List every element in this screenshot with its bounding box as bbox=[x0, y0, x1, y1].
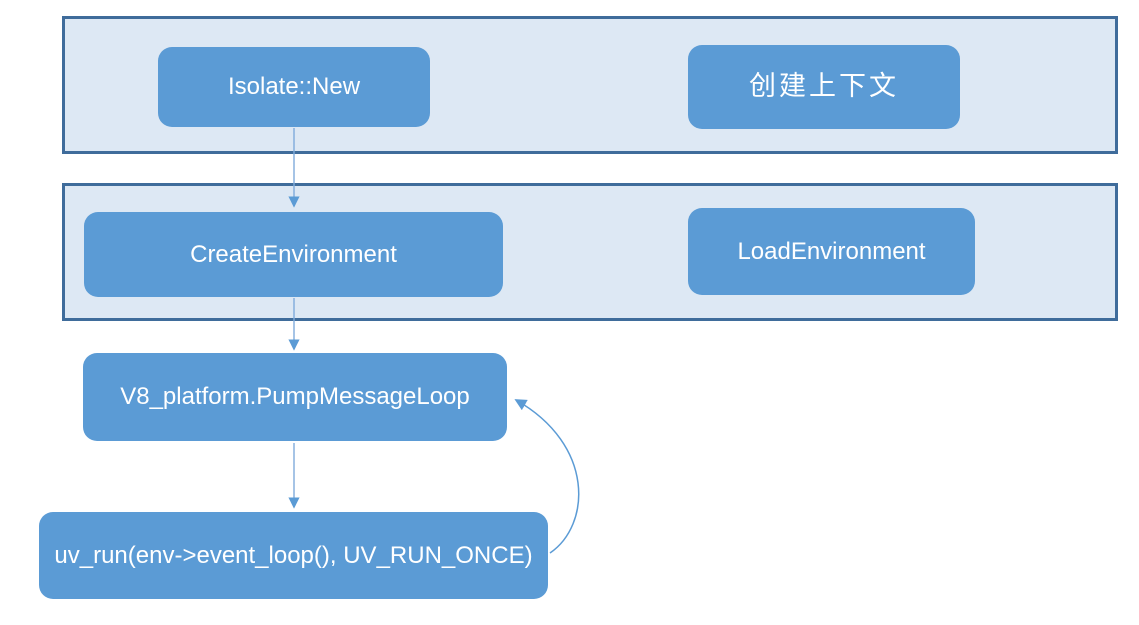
node-isolate-new: Isolate::New bbox=[158, 47, 430, 127]
node-v8-pump-message-loop-label: V8_platform.PumpMessageLoop bbox=[120, 383, 470, 411]
node-create-environment: CreateEnvironment bbox=[84, 212, 503, 297]
node-v8-pump-message-loop: V8_platform.PumpMessageLoop bbox=[83, 353, 507, 441]
node-create-context-label: 创建上下文 bbox=[749, 71, 899, 103]
node-create-context: 创建上下文 bbox=[688, 45, 960, 129]
node-load-environment: LoadEnvironment bbox=[688, 208, 975, 295]
node-uv-run-label: uv_run(env->event_loop(), UV_RUN_ONCE) bbox=[54, 541, 533, 569]
node-isolate-new-label: Isolate::New bbox=[227, 73, 361, 101]
node-uv-run: uv_run(env->event_loop(), UV_RUN_ONCE) bbox=[39, 512, 548, 599]
node-create-environment-label: CreateEnvironment bbox=[190, 240, 397, 268]
node-load-environment-label: LoadEnvironment bbox=[737, 237, 926, 265]
